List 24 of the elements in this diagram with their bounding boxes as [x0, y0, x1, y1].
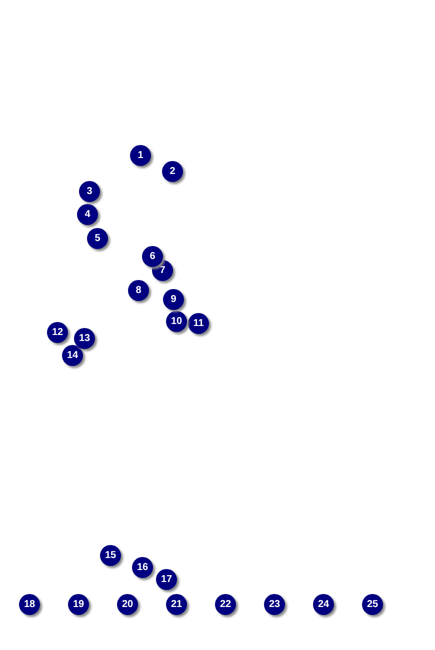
callout-number: 5: [87, 228, 108, 249]
callout-number: 24: [313, 594, 334, 615]
callout-number: 25: [362, 594, 383, 615]
callout-number: 13: [74, 328, 95, 349]
callout-number: 1: [130, 145, 151, 166]
callout-number: 17: [156, 569, 177, 590]
callout-number: 19: [68, 594, 89, 615]
callout-number: 4: [77, 204, 98, 225]
callout-number: 18: [19, 594, 40, 615]
callout-number: 12: [47, 322, 68, 343]
callout-number: 3: [79, 181, 100, 202]
callout-number: 15: [100, 545, 121, 566]
callout-number: 14: [62, 345, 83, 366]
callout-number: 6: [142, 246, 163, 267]
callout-number: 16: [132, 557, 153, 578]
callout-number: 11: [188, 313, 209, 334]
callout-number: 20: [117, 594, 138, 615]
callout-number: 2: [162, 161, 183, 182]
callout-number: 21: [166, 594, 187, 615]
callout-number: 9: [163, 289, 184, 310]
callout-number: 10: [166, 311, 187, 332]
callout-number: 23: [264, 594, 285, 615]
callout-number: 22: [215, 594, 236, 615]
callout-number: 8: [128, 280, 149, 301]
